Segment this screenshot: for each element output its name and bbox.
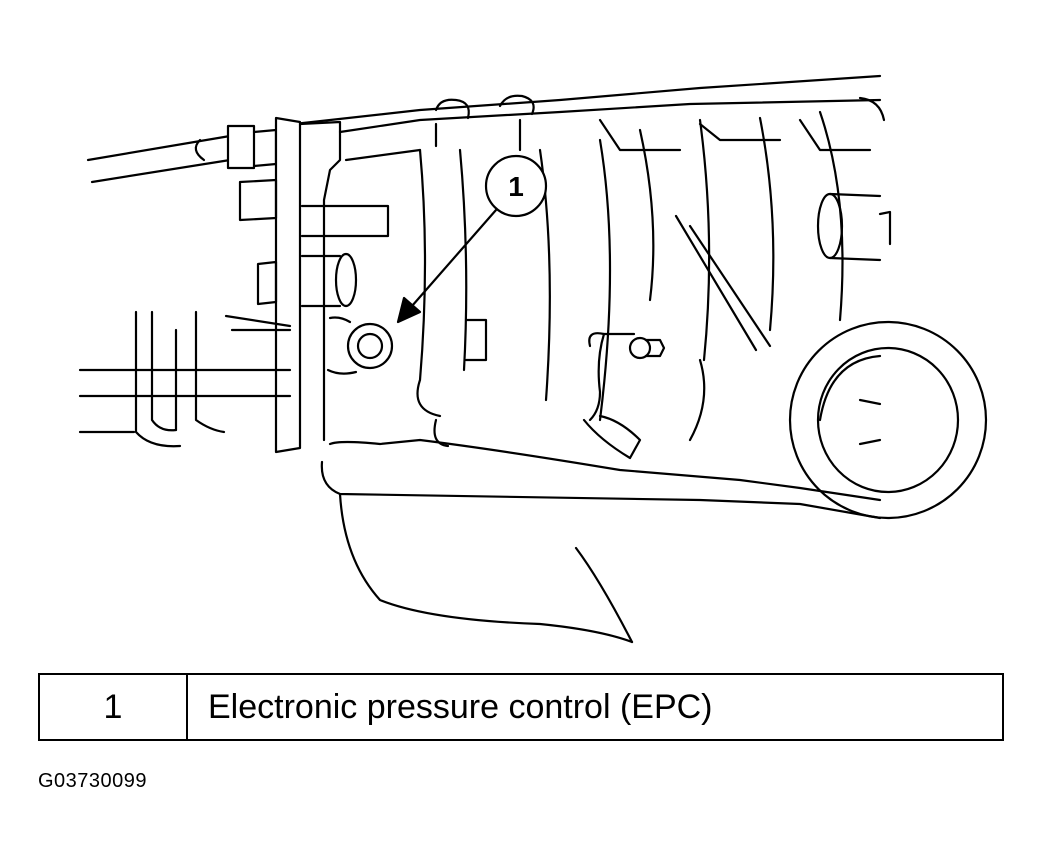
callout-circle (484, 154, 548, 218)
cooler-lines (86, 124, 278, 184)
legend-row-description: Electronic pressure control (EPC) (208, 687, 713, 726)
transmission-case (238, 74, 988, 644)
callout-arrowhead (396, 296, 422, 324)
legend-row-number: 1 (40, 675, 188, 739)
callout-number: 1 (508, 171, 524, 202)
callout-1: 1 (396, 154, 548, 324)
shift-linkage (78, 310, 292, 448)
figure-id: G03730099 (38, 770, 148, 792)
legend-table: 1 Electronic pressure control (EPC) (38, 673, 1004, 741)
transmission-illustration: 1 (78, 74, 988, 644)
callout-leader (410, 208, 498, 308)
